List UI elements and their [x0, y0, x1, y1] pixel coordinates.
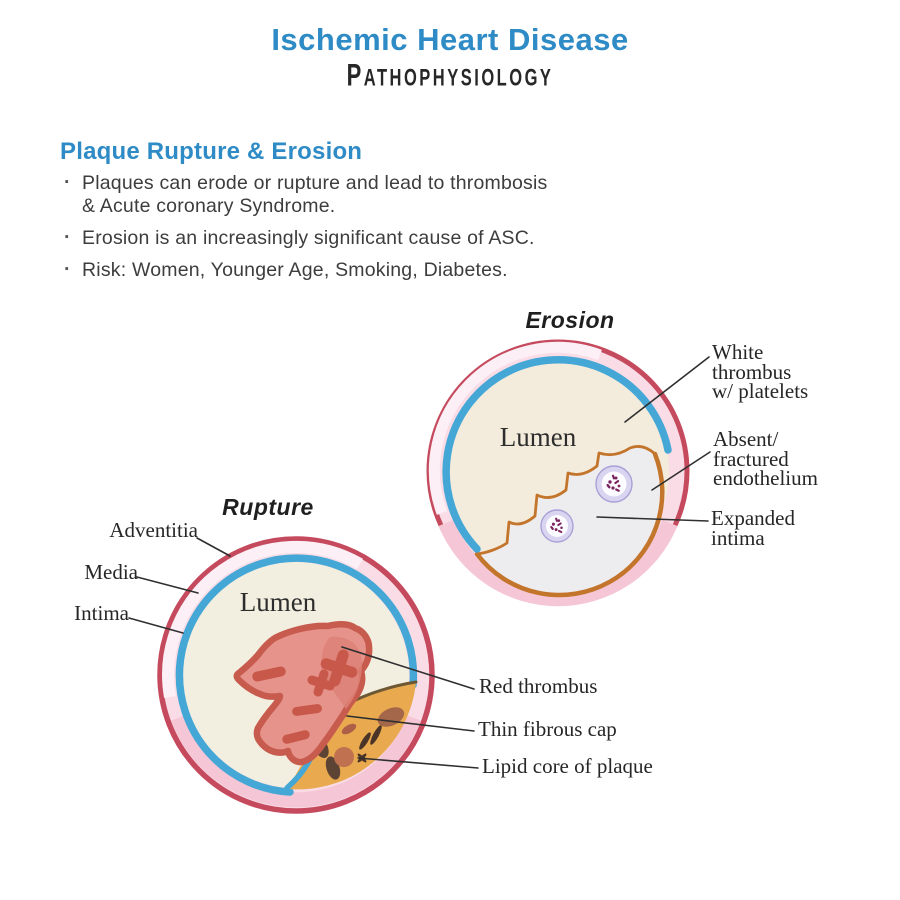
label-red-thrombus: Red thrombus [479, 674, 598, 698]
page-title: Ischemic Heart Disease [271, 22, 629, 57]
label-white-thrombus: White thrombus w/ platelets [712, 340, 809, 403]
erosion-expanded-intima-border [474, 451, 665, 598]
label-line: intima [711, 525, 765, 550]
label-line: Absent/ [713, 427, 779, 451]
label-line: Expanded [711, 506, 795, 530]
erosion-wall-shadow [438, 519, 678, 607]
page-subtitle-wrap: Pathophysiology [0, 56, 900, 92]
label-absent-endothelium: Absent/ fractured endothelium [713, 427, 818, 490]
label-line: endothelium [713, 466, 818, 490]
label-thin-fibrous-cap: Thin fibrous cap [478, 717, 617, 741]
label-lipid-core: Lipid core of plaque [482, 754, 653, 778]
platelet-cell [595, 465, 633, 503]
bullet-text: Plaques can erode or rupture and lead to… [82, 172, 548, 217]
bullet-list: Plaques can erode or rupture and lead to… [60, 171, 600, 291]
rupture-wall-highlight [162, 540, 363, 699]
erosion-lumen-label: Lumen [500, 422, 577, 452]
section-heading: Plaque Rupture & Erosion [60, 138, 363, 165]
label-line: w/ platelets [712, 379, 809, 403]
rupture-wall-shadow [170, 715, 422, 808]
bullet-item: Plaques can erode or rupture and lead to… [60, 171, 552, 218]
bullet-item: Erosion is an increasingly significant c… [60, 226, 600, 250]
label-line: White [712, 340, 764, 364]
bullet-item: Risk: Women, Younger Age, Smoking, Diabe… [60, 258, 600, 282]
erosion-wall-highlight [428, 341, 602, 515]
rupture-diagram: Lumen [157, 536, 435, 814]
label-media: Media [84, 560, 138, 584]
label-line: fractured [713, 446, 789, 471]
rupture-lumen-label: Lumen [240, 587, 317, 617]
erosion-diagram-title: Erosion [525, 307, 615, 333]
label-adventitia: Adventitia [109, 518, 198, 542]
rupture-diagram-title: Rupture [222, 494, 314, 520]
bullet-text: Erosion is an increasingly significant c… [82, 227, 535, 249]
lipid-core-region [288, 682, 416, 790]
platelet-cell [540, 509, 574, 543]
rupture-intima-ring [175, 554, 418, 796]
label-line: thrombus [712, 359, 792, 384]
bullet-text: Risk: Women, Younger Age, Smoking, Diabe… [82, 259, 508, 281]
erosion-diagram: Lumen [426, 339, 690, 607]
label-expanded-intima: Expanded intima [711, 506, 795, 550]
label-intima: Intima [74, 601, 129, 625]
page-subtitle: Pathophysiology [346, 56, 554, 93]
